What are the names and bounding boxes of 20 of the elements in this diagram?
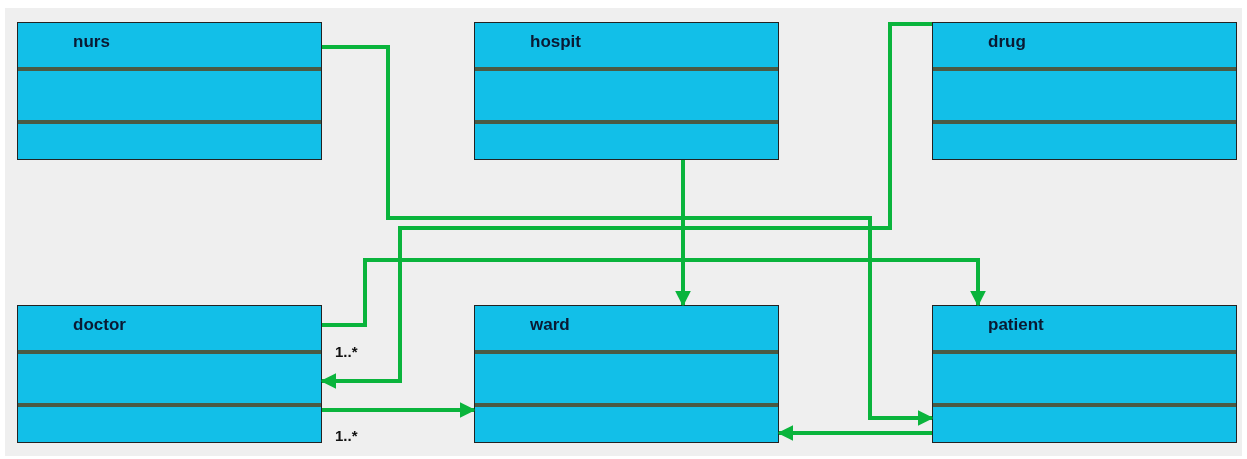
class-box <box>17 305 322 443</box>
class-name: drug <box>988 32 1026 51</box>
arrow <box>322 45 934 426</box>
class-box <box>474 305 779 443</box>
arrow <box>322 258 986 327</box>
multiplicity-label: 1..* <box>335 344 358 359</box>
class-name: doctor <box>73 315 126 334</box>
arrow <box>675 160 691 307</box>
class-name: ward <box>530 315 570 334</box>
arrow <box>320 22 932 389</box>
arrow <box>777 425 932 441</box>
arrow <box>322 402 476 418</box>
class-box <box>17 22 322 160</box>
class-name: patient <box>988 315 1044 334</box>
class-box <box>474 22 779 160</box>
class-name: nurs <box>73 32 110 51</box>
class-name: hospit <box>530 32 581 51</box>
class-box <box>932 22 1237 160</box>
multiplicity-label: 1..* <box>335 428 358 443</box>
class-box <box>932 305 1237 443</box>
